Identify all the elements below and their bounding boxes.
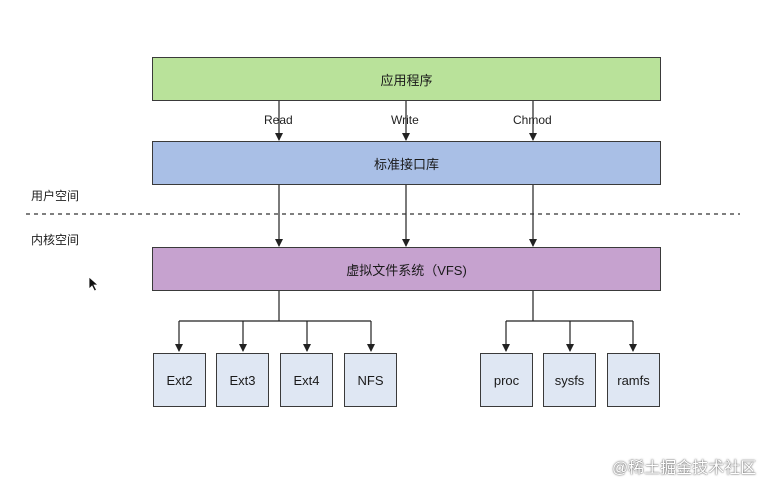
fs-box-sysfs: sysfs — [543, 353, 596, 407]
fs-box-ext2: Ext2 — [153, 353, 206, 407]
fs-box-nfs: NFS — [344, 353, 397, 407]
vfs-layer: 虚拟文件系统（VFS) — [152, 247, 661, 291]
fs-box-ext4: Ext4 — [280, 353, 333, 407]
kernel-space-label: 内核空间 — [31, 233, 80, 247]
fs-box-ramfs: ramfs — [607, 353, 660, 407]
fs-label: proc — [493, 372, 520, 388]
watermark-text: @稀土掘金技术社区 — [612, 460, 757, 477]
call-label-write: Write — [391, 113, 419, 127]
fs-label: ramfs — [617, 372, 650, 388]
vfs-layer-label: 虚拟文件系统（VFS) — [346, 262, 467, 278]
application-layer-label: 应用程序 — [380, 72, 433, 88]
standard-library-layer-label: 标准接口库 — [373, 156, 439, 172]
mouse-cursor-icon — [88, 276, 100, 292]
fs-box-proc: proc — [480, 353, 533, 407]
fs-label: sysfs — [554, 372, 585, 388]
standard-library-layer: 标准接口库 — [152, 141, 661, 185]
fs-label: Ext3 — [229, 372, 256, 388]
fs-label: Ext4 — [293, 372, 320, 388]
fs-label: Ext2 — [166, 372, 193, 388]
fs-box-ext3: Ext3 — [216, 353, 269, 407]
call-label-chmod: Chmod — [513, 113, 552, 127]
fs-label: NFS — [357, 372, 384, 388]
application-layer: 应用程序 — [152, 57, 661, 101]
call-label-read: Read — [264, 113, 293, 127]
user-space-label: 用户空间 — [31, 189, 80, 203]
watermark: @稀土掘金技术社区 — [612, 454, 756, 478]
